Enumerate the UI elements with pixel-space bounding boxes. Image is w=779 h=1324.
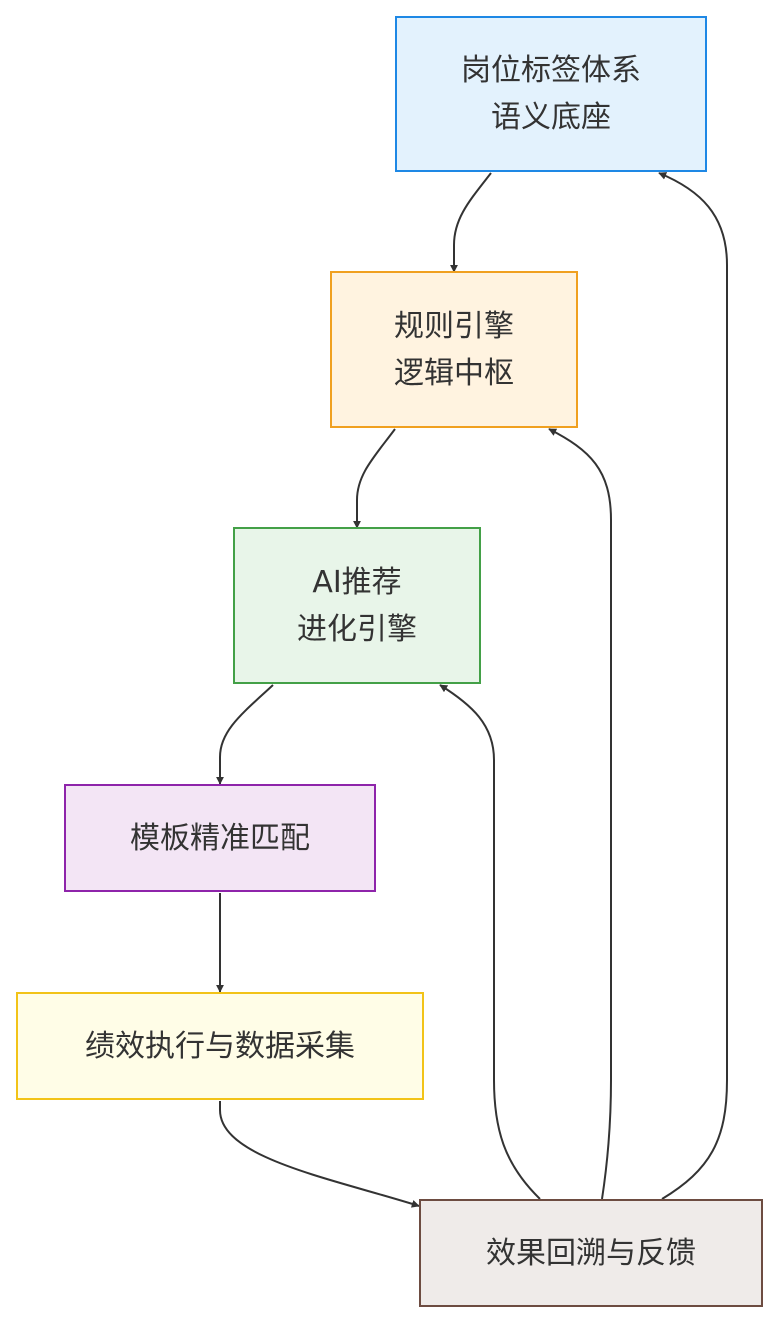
edge-tag-system-to-rule-engine [450, 172, 492, 273]
node-feedback: 效果回溯与反馈 [419, 1199, 763, 1307]
edge-feedback-to-ai-recommend [439, 684, 541, 1200]
node-tag-system-line-1: 岗位标签体系 [461, 53, 641, 88]
node-tag-system: 岗位标签体系 语义底座 [395, 16, 707, 172]
node-rule-engine-line-1: 规则引擎 [394, 308, 514, 344]
node-rule-engine: 规则引擎 逻辑中枢 [330, 271, 578, 428]
node-performance-execution: 绩效执行与数据采集 [16, 992, 424, 1100]
edge-ai-recommend-to-template-match [216, 684, 274, 785]
edge-rule-engine-to-ai-recommend [353, 428, 396, 529]
node-template-match: 模板精准匹配 [64, 784, 376, 892]
edge-feedback-to-rule-engine [548, 428, 612, 1200]
edge-execution-to-feedback [219, 1101, 420, 1208]
edge-feedback-to-tag-system [658, 172, 728, 1200]
node-tag-system-line-2: 语义底座 [491, 100, 611, 135]
node-performance-execution-line-1: 绩效执行与数据采集 [85, 1028, 355, 1064]
node-ai-recommend: AI推荐 进化引擎 [233, 527, 481, 684]
node-feedback-line-1: 效果回溯与反馈 [486, 1235, 696, 1271]
node-rule-engine-line-2: 逻辑中枢 [394, 355, 514, 391]
node-ai-recommend-line-2: 进化引擎 [297, 611, 417, 647]
node-template-match-line-1: 模板精准匹配 [130, 820, 310, 856]
node-ai-recommend-line-1: AI推荐 [312, 564, 402, 600]
